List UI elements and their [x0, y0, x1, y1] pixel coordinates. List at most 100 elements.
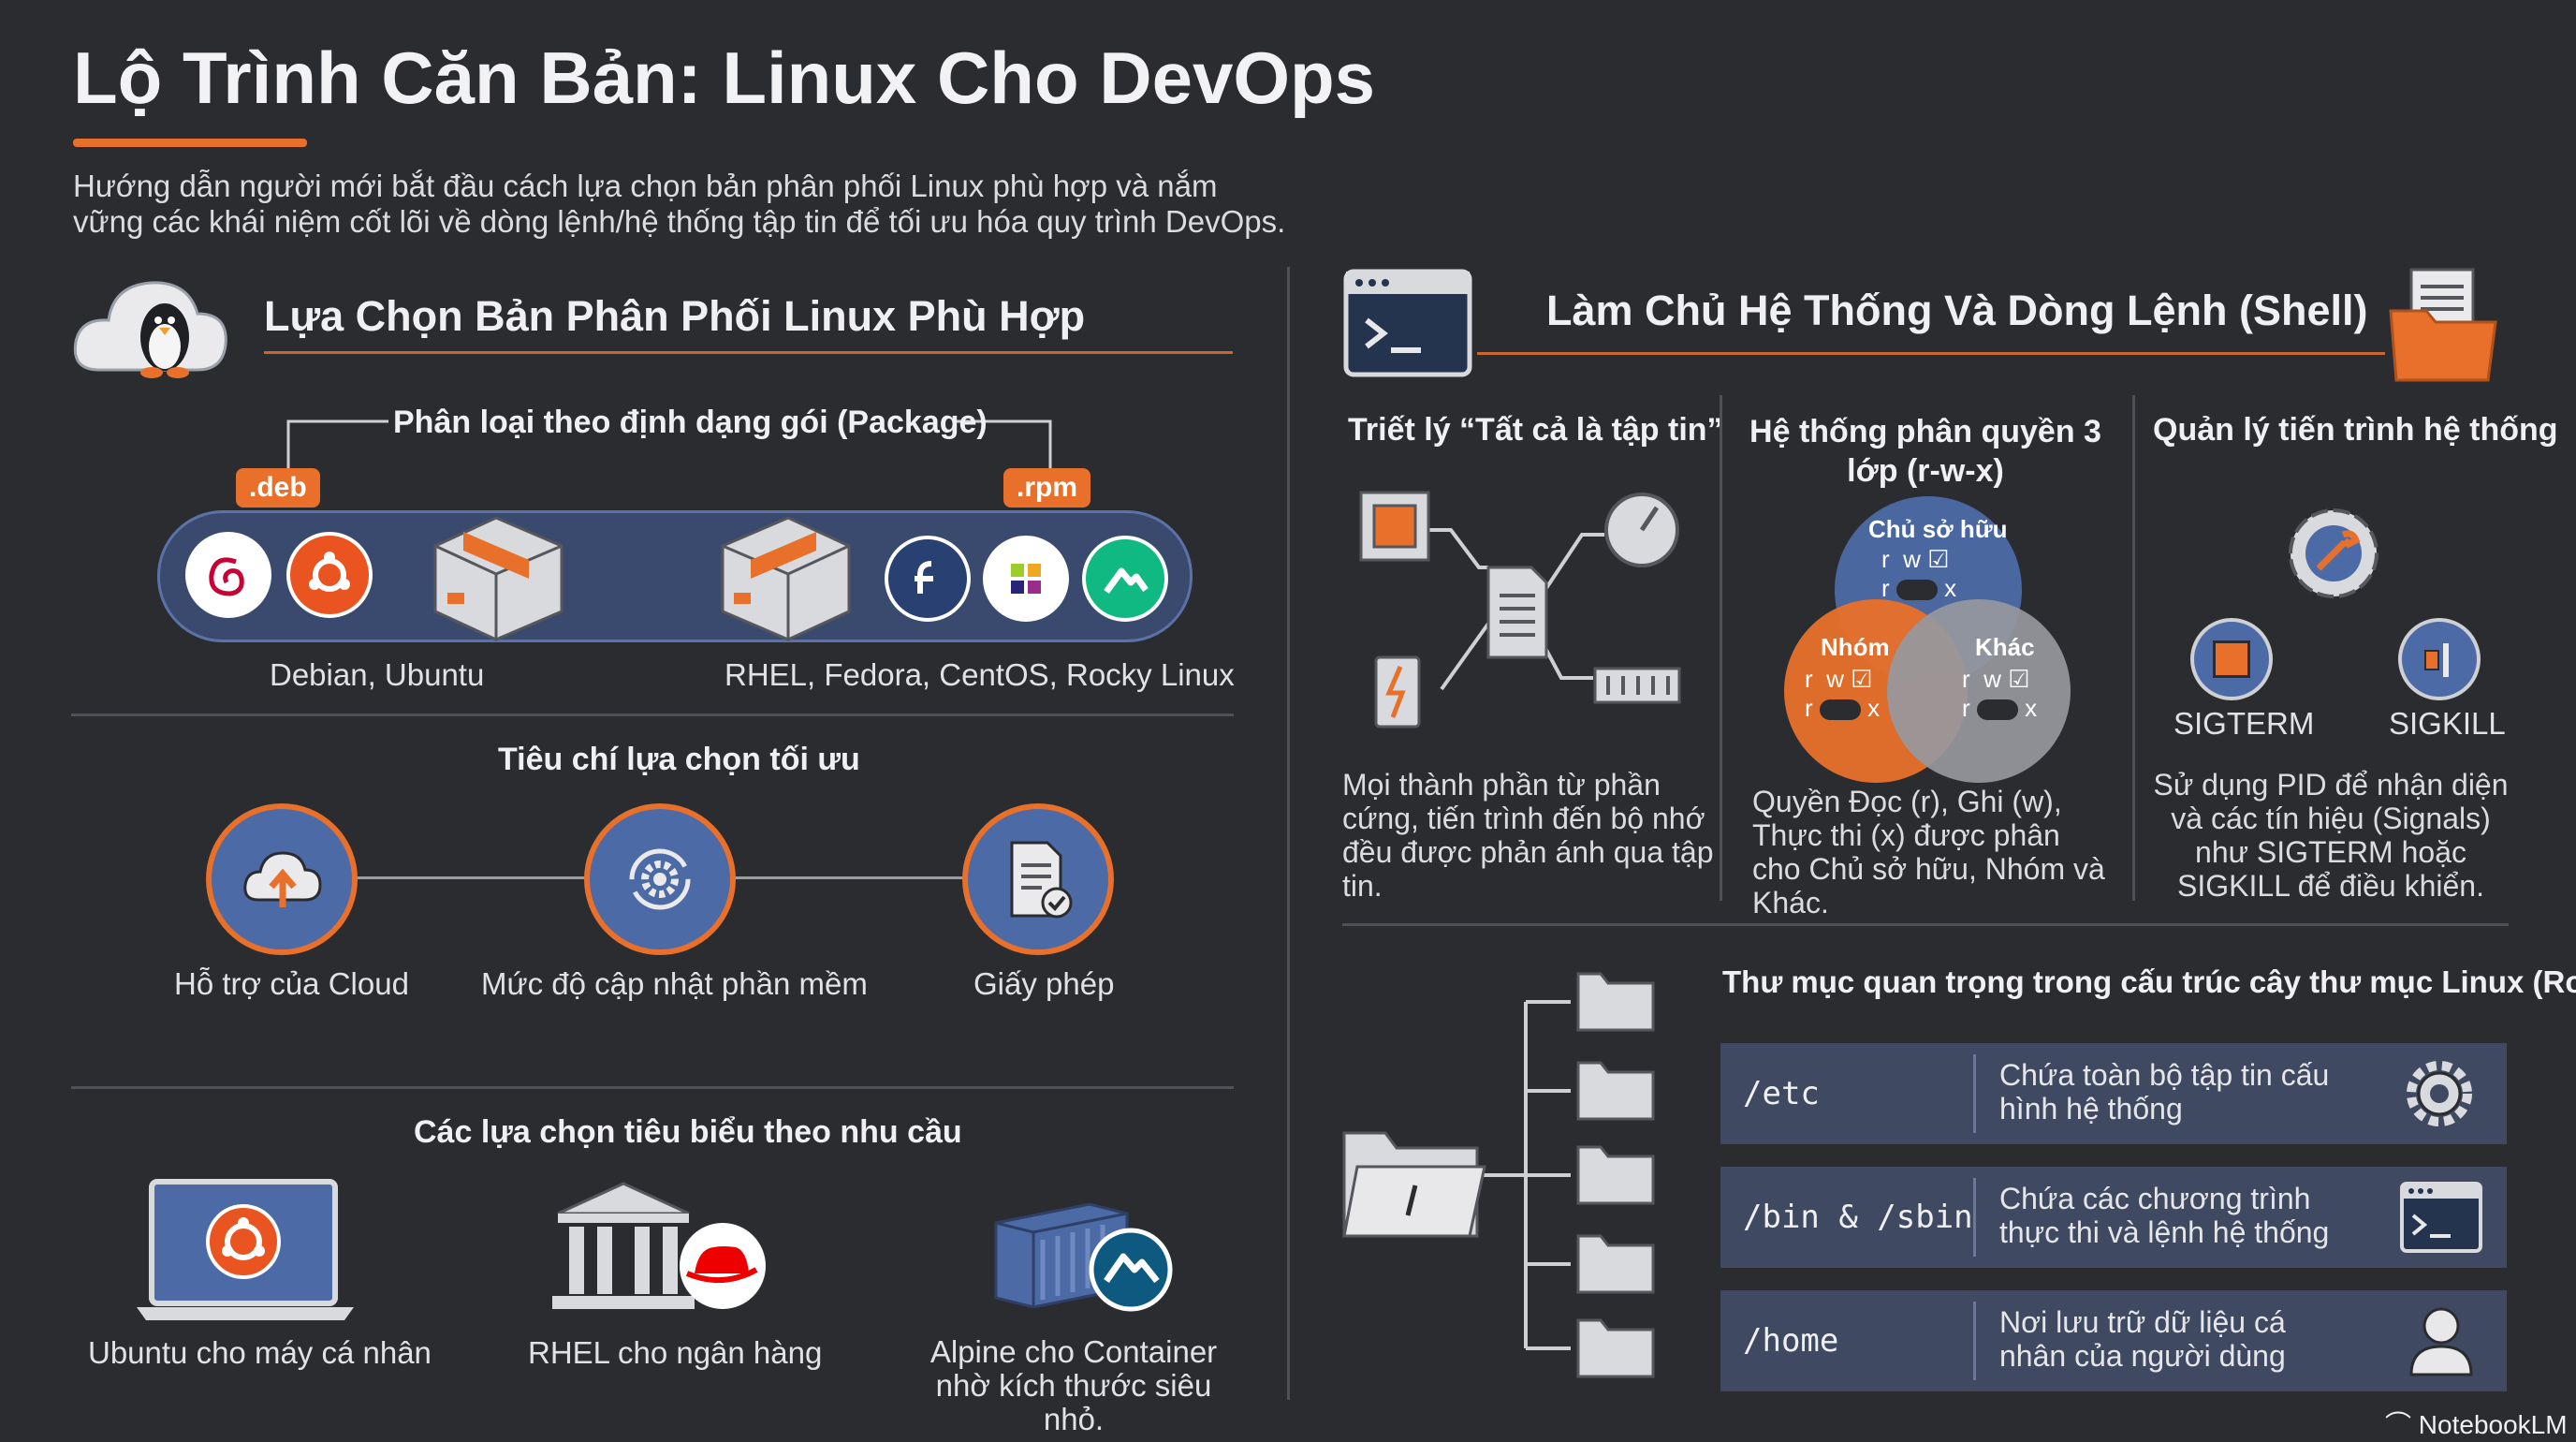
dir-row-separator — [1973, 1178, 1976, 1257]
right-heading-rule — [1477, 352, 2385, 355]
rhel-choice-label: RHEL cho ngân hàng — [528, 1335, 823, 1370]
folder-file-icon — [2389, 268, 2497, 382]
dirs-heading: Thư mục quan trọng trong cấu trúc cây th… — [1722, 964, 2576, 999]
other-w: w — [1983, 665, 2001, 693]
page-title: Lộ Trình Căn Bản: Linux Cho DevOps — [73, 37, 1376, 119]
check-icon: ☑ — [1927, 545, 1950, 573]
other-perms: r w ☑ r x — [1962, 665, 2037, 723]
dir-desc-etc: Chứa toàn bộ tập tin cấu hình hệ thống — [1999, 1058, 2330, 1126]
gear-icon — [2407, 1061, 2472, 1126]
terminal-icon — [1343, 269, 1472, 377]
toggle-icon — [1819, 699, 1861, 721]
sigterm-stop-icon — [2190, 618, 2273, 700]
brand-watermark: ⌒ NotebookLM — [2385, 1405, 2568, 1442]
dir-desc-home: Nơi lưu trữ dữ liệu cá nhân của người dù… — [1999, 1305, 2286, 1373]
sigkill-power-icon — [2398, 618, 2481, 700]
debian-logo-icon — [185, 532, 271, 618]
check-icon: ☑ — [1851, 665, 1873, 693]
ubuntu-choice-label: Ubuntu cho máy cá nhân — [88, 1335, 432, 1370]
right-col-divider-1 — [1720, 395, 1722, 901]
dir-row-home: /home Nơi lưu trữ dữ liệu cá nhân của ng… — [1720, 1290, 2507, 1391]
package-bracket — [286, 419, 1052, 470]
everything-is-file-diagram — [1359, 491, 1681, 728]
left-divider-2 — [71, 1086, 1234, 1089]
rocky-linux-logo-icon — [1082, 536, 1168, 622]
other-circle — [1887, 599, 2071, 783]
choices-heading: Các lựa chọn tiêu biểu theo nhu cầu — [414, 1114, 962, 1150]
dir-name-home: /home — [1743, 1322, 1839, 1360]
other-label: Khác — [1975, 633, 2035, 661]
owner-x: x — [1944, 574, 1957, 602]
fedora-logo-icon — [885, 536, 971, 622]
owner-perms: r w ☑ r x — [1881, 545, 1956, 603]
linux-cloud-icon — [73, 281, 227, 378]
deb-distros-label: Debian, Ubuntu — [270, 657, 485, 692]
dir-row-separator — [1973, 1054, 1976, 1133]
dir-row-etc: /etc Chứa toàn bộ tập tin cấu hình hệ th… — [1720, 1043, 2507, 1144]
group-perms: r w ☑ r x — [1805, 665, 1880, 723]
other-x: x — [2025, 694, 2038, 722]
update-gear-icon — [584, 803, 736, 955]
group-r2: r — [1805, 694, 1813, 722]
left-heading-rule — [264, 351, 1233, 354]
sigterm-label: SIGTERM — [2174, 706, 2315, 741]
process-heading: Quản lý tiến trình hệ thống — [2153, 412, 2558, 448]
check-icon: ☑ — [2008, 665, 2030, 693]
dir-name-bin: /bin & /sbin — [1743, 1199, 1973, 1236]
ubuntu-logo-icon — [286, 532, 373, 618]
permissions-text: Quyền Đọc (r), Ghi (w), Thực thi (x) đượ… — [1752, 785, 2105, 920]
license-document-icon — [962, 803, 1114, 955]
other-r2: r — [1962, 694, 1970, 722]
dir-name-etc: /etc — [1743, 1075, 1820, 1112]
group-r: r — [1805, 665, 1813, 693]
right-divider — [1342, 923, 2509, 926]
dir-row-bin: /bin & /sbin Chứa các chương trình thực … — [1720, 1167, 2507, 1268]
toggle-icon — [1895, 580, 1938, 601]
owner-label: Chủ sở hữu — [1868, 515, 2008, 543]
sigkill-label: SIGKILL — [2389, 706, 2506, 741]
everything-is-file-text: Mọi thành phần từ phần cứng, tiến trình … — [1342, 768, 1714, 903]
terminal-small-icon — [2400, 1182, 2482, 1253]
dir-row-separator — [1973, 1302, 1976, 1380]
right-col-divider-2 — [2132, 395, 2135, 901]
page-subtitle: Hướng dẫn người mới bắt đầu cách lựa chọ… — [73, 169, 1286, 239]
owner-r: r — [1881, 545, 1890, 573]
other-r: r — [1962, 665, 1970, 693]
owner-w: w — [1903, 545, 1921, 573]
container-alpine-icon — [994, 1202, 1173, 1312]
criteria-license-label: Giấy phép — [973, 966, 1115, 1001]
column-divider — [1287, 267, 1290, 1400]
criteria-update-label: Mức độ cập nhật phần mềm — [481, 966, 868, 1001]
laptop-ubuntu-icon — [137, 1179, 354, 1320]
alpine-choice-label: Alpine cho Container nhờ kích thước siêu… — [929, 1334, 1218, 1436]
group-label: Nhóm — [1821, 633, 1890, 661]
title-underline — [73, 139, 307, 147]
rpm-tag: .rpm — [1003, 468, 1091, 508]
criteria-cloud-label: Hỗ trợ của Cloud — [174, 966, 409, 1001]
centos-logo-icon — [983, 536, 1069, 622]
settings-wrench-icon — [2275, 494, 2393, 612]
group-x: x — [1867, 694, 1881, 722]
right-section-heading: Làm Chủ Hệ Thống Và Dòng Lệnh (Shell) — [1546, 287, 2368, 334]
rpm-box-icon — [721, 516, 851, 641]
cloud-upload-icon — [206, 803, 358, 955]
group-w: w — [1826, 665, 1844, 693]
bank-redhat-icon — [552, 1182, 766, 1309]
permissions-heading: Hệ thống phân quyền 3 lớp (r-w-x) — [1749, 414, 2101, 489]
directory-tree-diagram — [1342, 972, 1655, 1378]
process-text: Sử dụng PID để nhận diện và các tín hiệu… — [2153, 768, 2509, 903]
deb-tag: .deb — [236, 468, 320, 508]
rpm-distros-label: RHEL, Fedora, CentOS, Rocky Linux — [724, 657, 1235, 692]
owner-r2: r — [1881, 574, 1890, 602]
notebooklm-logo-icon: ⌒ — [2385, 1410, 2412, 1439]
criteria-heading: Tiêu chí lựa chọn tối ưu — [498, 742, 860, 777]
everything-is-file-heading: Triết lý “Tất cả là tập tin” — [1348, 412, 1723, 448]
dir-desc-bin: Chứa các chương trình thực thi và lệnh h… — [1999, 1182, 2330, 1249]
toggle-icon — [1976, 699, 2018, 721]
deb-box-icon — [433, 516, 564, 641]
user-icon — [2409, 1307, 2473, 1376]
left-section-heading: Lựa Chọn Bản Phân Phối Linux Phù Hợp — [264, 292, 1086, 340]
package-heading: Phân loại theo định dạng gói (Package) — [393, 405, 988, 440]
brand-name: NotebookLM — [2418, 1410, 2568, 1439]
left-divider-1 — [71, 714, 1234, 716]
